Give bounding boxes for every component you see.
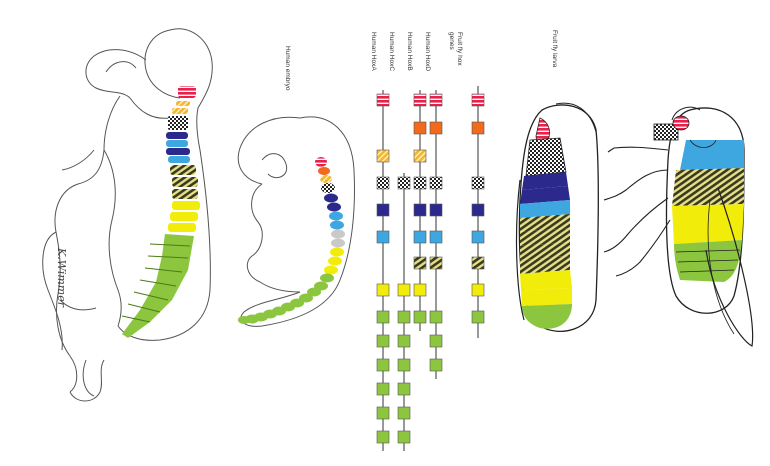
gene-box-hoxb-1 xyxy=(413,121,427,135)
gene-box-hoxd-3 xyxy=(429,203,443,217)
human-embryo-figure xyxy=(237,116,355,327)
gene-box-hoxb-7 xyxy=(413,283,427,297)
gene-box-hoxa-0 xyxy=(376,93,390,107)
gene-box-hoxa-11 xyxy=(376,430,390,444)
gene-box-hoxd-7 xyxy=(429,334,443,348)
label-hox-b: Human HoxB xyxy=(406,32,413,71)
hox-gene-clusters xyxy=(376,86,485,451)
gene-box-fruit-fly-1 xyxy=(471,121,485,135)
gene-box-hoxa-1 xyxy=(376,149,390,163)
gene-box-fruit-fly-3 xyxy=(471,203,485,217)
gene-box-hoxd-4 xyxy=(429,230,443,244)
label-hox-a: Human HoxA xyxy=(370,32,377,71)
gene-box-hoxc-4 xyxy=(397,358,411,372)
gene-box-hoxb-8 xyxy=(413,310,427,324)
gene-box-fruit-fly-5 xyxy=(471,256,485,270)
gene-box-hoxb-0 xyxy=(413,93,427,107)
gene-box-hoxc-7 xyxy=(397,430,411,444)
gene-box-fruit-fly-4 xyxy=(471,230,485,244)
gene-box-hoxc-6 xyxy=(397,406,411,420)
gene-box-hoxc-5 xyxy=(397,382,411,396)
label-fly-larva: Fruit fly larva xyxy=(551,30,558,68)
gene-box-hoxd-0 xyxy=(429,93,443,107)
gene-box-hoxd-8 xyxy=(429,358,443,372)
gene-box-hoxd-1 xyxy=(429,121,443,135)
label-fly-hox: Fruit fly hoxgenes xyxy=(448,32,463,66)
artist-signature: K.Wimmer xyxy=(55,247,68,308)
gene-box-hoxc-0 xyxy=(397,176,411,190)
fruit-fly-larva xyxy=(515,102,599,332)
gene-box-hoxa-8 xyxy=(376,358,390,372)
gene-box-hoxc-2 xyxy=(397,310,411,324)
gene-box-hoxa-5 xyxy=(376,283,390,297)
gene-box-hoxc-1 xyxy=(397,283,411,297)
label-hox-d: Human HoxD xyxy=(424,32,431,71)
gene-box-fruit-fly-2 xyxy=(471,176,485,190)
gene-box-hoxa-9 xyxy=(376,382,390,396)
gene-box-hoxb-5 xyxy=(413,230,427,244)
label-human-embryo: Human embryo xyxy=(284,46,291,91)
adult-fruit-fly xyxy=(603,106,754,347)
embryo-segments xyxy=(238,157,345,324)
gene-box-hoxa-3 xyxy=(376,203,390,217)
gene-box-hoxb-6 xyxy=(413,256,427,270)
gene-box-hoxd-6 xyxy=(429,310,443,324)
gene-box-fruit-fly-7 xyxy=(471,310,485,324)
gene-box-fruit-fly-0 xyxy=(471,93,485,107)
gene-box-hoxa-6 xyxy=(376,310,390,324)
gene-box-hoxa-4 xyxy=(376,230,390,244)
gene-box-hoxc-3 xyxy=(397,334,411,348)
gene-box-hoxd-2 xyxy=(429,176,443,190)
gene-box-hoxd-5 xyxy=(429,256,443,270)
gene-box-hoxb-2 xyxy=(413,149,427,163)
human-figure xyxy=(42,28,213,402)
gene-box-hoxa-10 xyxy=(376,406,390,420)
gene-box-hoxb-4 xyxy=(413,203,427,217)
human-spine xyxy=(121,86,200,338)
label-hox-c: Human HoxC xyxy=(388,32,395,71)
gene-box-fruit-fly-6 xyxy=(471,283,485,297)
gene-box-hoxa-7 xyxy=(376,334,390,348)
gene-box-hoxa-2 xyxy=(376,176,390,190)
gene-box-hoxb-3 xyxy=(413,176,427,190)
